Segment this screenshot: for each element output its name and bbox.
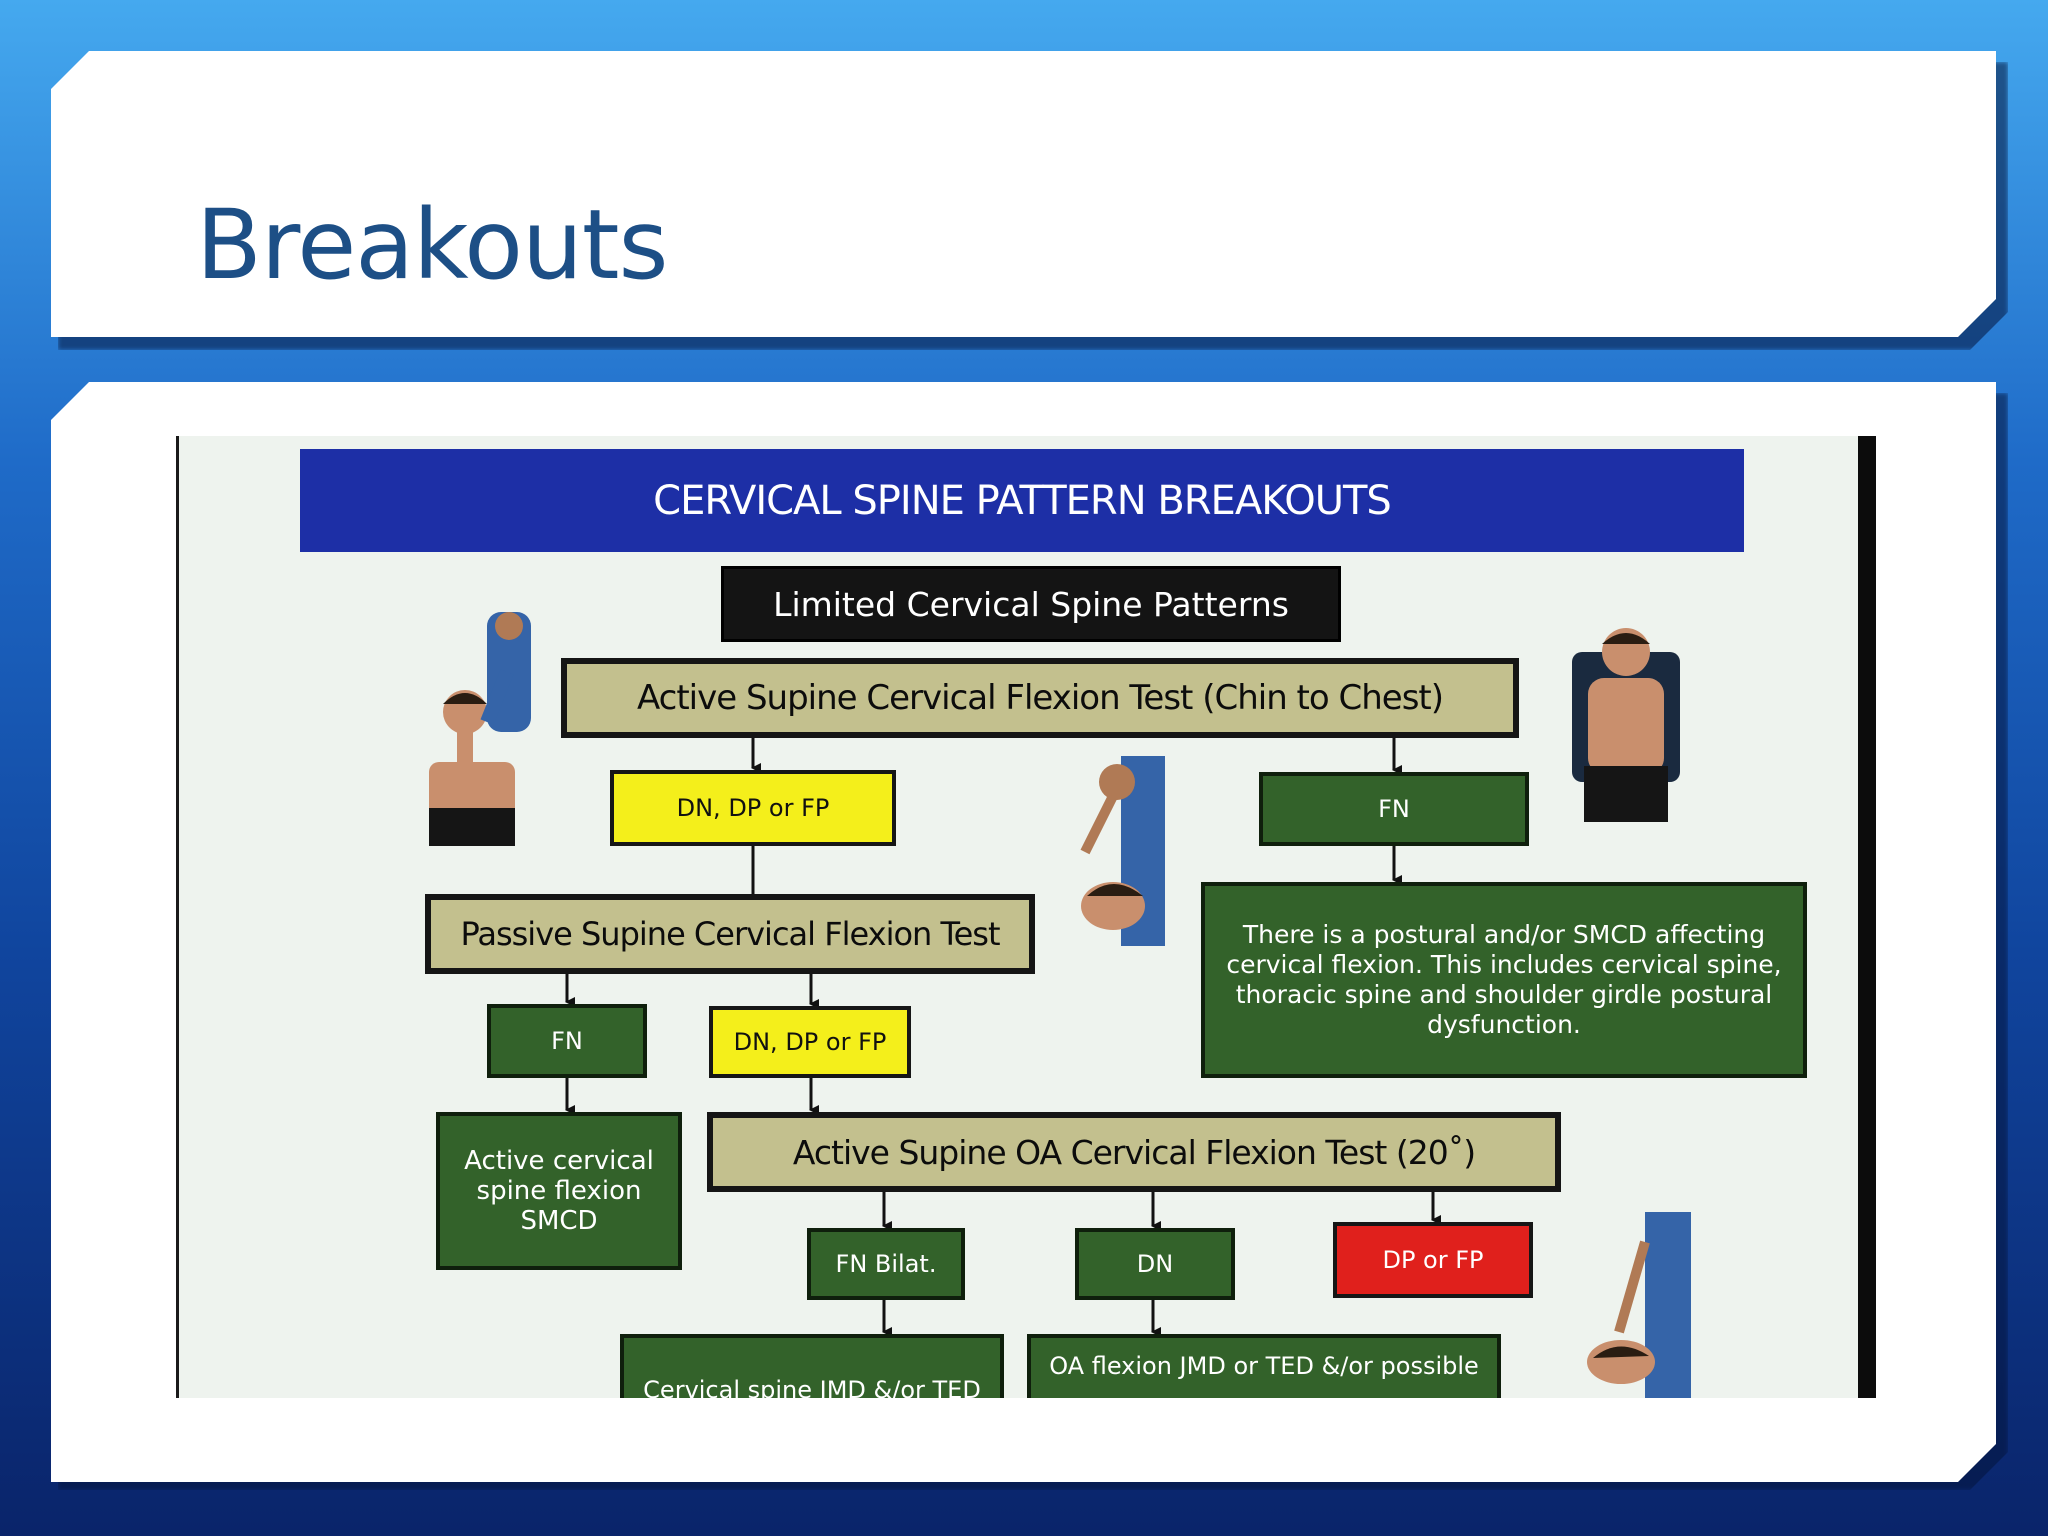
figure-header-band: CERVICAL SPINE PATTERN BREAKOUTS bbox=[300, 449, 1744, 552]
active-flexion-test-box: Active Supine Cervical Flexion Test (Chi… bbox=[561, 658, 1519, 738]
patient-photo-top-right bbox=[1572, 628, 1680, 822]
cervical-jmd-box: Cervical spine JMD &/or TED bbox=[620, 1334, 1004, 1398]
figure-right-border bbox=[1858, 436, 1876, 1398]
limited-patterns-box: Limited Cervical Spine Patterns bbox=[721, 566, 1341, 642]
patient-photo-middle bbox=[1080, 756, 1165, 946]
postural-smcd-box: There is a postural and/or SMCD affectin… bbox=[1201, 882, 1807, 1078]
active-flexion-smcd-box: Active cervical spine flexion SMCD bbox=[436, 1112, 682, 1270]
result-dn-dp-fp-top: DN, DP or FP bbox=[610, 770, 896, 846]
result-fn-top: FN bbox=[1259, 772, 1529, 846]
oa-jmd-box: OA flexion JMD or TED &/or possible bbox=[1027, 1334, 1501, 1398]
patient-photo-bottom-right bbox=[1587, 1212, 1691, 1398]
oa-flexion-test-box: Active Supine OA Cervical Flexion Test (… bbox=[707, 1112, 1561, 1192]
result-fn-bilat: FN Bilat. bbox=[807, 1228, 965, 1300]
flowchart-connectors bbox=[565, 738, 1441, 1337]
result-dn-dp-fp-mid: DN, DP or FP bbox=[709, 1006, 911, 1078]
result-fn-left: FN bbox=[487, 1004, 647, 1078]
passive-flexion-test-box: Passive Supine Cervical Flexion Test bbox=[425, 894, 1035, 974]
result-dp-or-fp: DP or FP bbox=[1333, 1222, 1533, 1298]
title-panel bbox=[51, 51, 1996, 337]
slide-title: Breakouts bbox=[196, 189, 669, 301]
flowchart-figure: CERVICAL SPINE PATTERN BREAKOUTS Limited… bbox=[176, 436, 1876, 1398]
result-dn: DN bbox=[1075, 1228, 1235, 1300]
patient-photo-top-left bbox=[429, 612, 531, 846]
